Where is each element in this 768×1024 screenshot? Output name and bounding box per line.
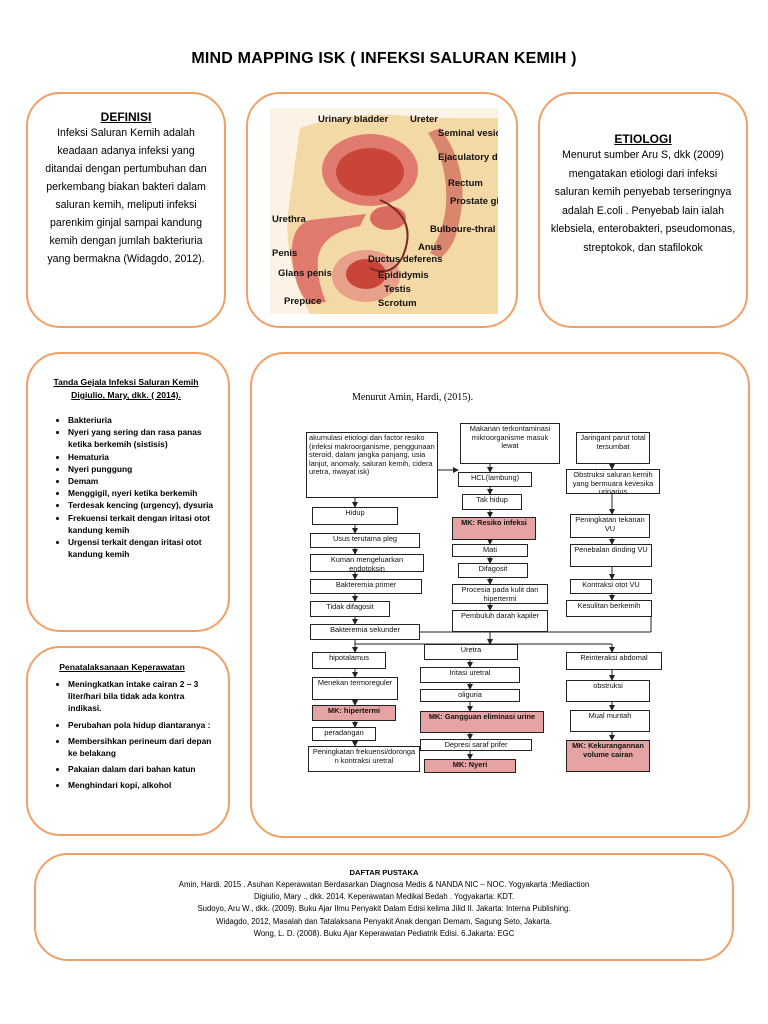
list-item: Pakaian dalam dari bahan katun: [68, 763, 216, 775]
pathway-node: peradangan: [312, 727, 376, 741]
list-item: Urgensi terkait dengan iritasi otot kand…: [68, 536, 214, 560]
definisi-text: Infeksi Saluran Kemih adalah keadaan ada…: [45, 127, 207, 265]
pathway-node: HCL(lambung): [458, 472, 532, 487]
pathway-node: hipotalamus: [312, 652, 386, 669]
anatomy-card: Urinary bladder Ureter Seminal vesicle E…: [246, 92, 518, 328]
reference-item: Widagdo, 2012, Masalah dan Tatalaksana P…: [216, 916, 552, 926]
anatomy-illustration: Urinary bladder Ureter Seminal vesicle E…: [270, 108, 498, 314]
pathway-node: Tak hidup: [462, 494, 522, 510]
pathway-node: oliguria: [420, 689, 520, 702]
pathway-mk-node: MK: hipertermi: [312, 705, 396, 721]
tanda-gejala-heading-line2: Digiulio, Mary, dkk. ( 2014).: [71, 390, 181, 400]
pathway-mk-node: MK: Kekurangannan volume cairan: [566, 740, 650, 772]
bladder-inner-shape: [336, 148, 404, 196]
pathway-node: Procesia pada kulit dan hipertermi: [452, 584, 548, 604]
list-item: Meningkatkan intake cairan 2 – 3 liter/h…: [68, 678, 216, 715]
reference-item: Amin, Hardi. 2015 . Asuhan Keperawatan B…: [178, 880, 590, 889]
tanda-gejala-list: Bakteriuria Nyeri yang sering dan rasa p…: [48, 414, 214, 560]
ductus-line: [369, 199, 409, 273]
list-item: Frekuensi terkait dengan iritasi otot ka…: [68, 512, 214, 536]
pathway-node: Kuman mengeluarkan endotoksin: [310, 554, 424, 572]
anat-label: Anus: [418, 242, 442, 253]
anat-label: Penis: [272, 248, 297, 259]
anat-label: Glans penis: [278, 268, 332, 279]
tanda-gejala-heading: Tanda Gejala Infeksi Saluran Kemih Digiu…: [48, 376, 214, 402]
pathway-node: Uretra: [424, 644, 518, 660]
pathway-node: Kontraksi otot VU: [570, 579, 652, 594]
pathway-node: Difagosit: [458, 563, 528, 578]
pathway-node: Hidup: [312, 507, 398, 525]
list-item: Demam: [68, 475, 214, 487]
pathway-node: obstruksi: [566, 680, 650, 702]
list-item: Bakteriuria: [68, 414, 214, 426]
reference-item: Digiulio, Mary ., dkk. 2014. Keperawatan…: [253, 892, 515, 902]
pathway-node: Bakteremia primer: [310, 579, 422, 594]
anat-label: Seminal vesicle: [438, 128, 498, 139]
anat-label: Ureter: [410, 114, 438, 125]
anat-label: Urethra: [272, 214, 307, 225]
testis-shape: [346, 259, 386, 289]
pathway-node: Iritasi uretral: [420, 667, 520, 683]
etiologi-heading: ETIOLOGI: [614, 132, 672, 146]
penatalaksanaan-card: Penatalaksanaan Keperawatan Meningkatkan…: [26, 646, 230, 836]
pathway-node: Mati: [452, 544, 528, 557]
list-item: Perubahan pola hidup diantaranya :: [68, 719, 216, 731]
pathway-mk-node: MK: Nyeri: [424, 759, 516, 773]
reference-item: Wong, L. D. (2008). Buku Ajar Keperawata…: [253, 928, 515, 938]
pathway-node: Tidak difagosit: [310, 601, 390, 617]
pathway-node: Depresi saraf prifer: [420, 739, 532, 751]
pathway-node: Jaringant parut total tersumbat: [576, 432, 650, 464]
penatalaksanaan-heading: Penatalaksanaan Keperawatan: [59, 662, 185, 672]
daftar-pustaka-heading: DAFTAR PUSTAKA: [349, 868, 419, 877]
pathway-node: akumulasi etiologi dan factor resiko (in…: [306, 432, 438, 498]
pathway-node: Peningkatan tekanan VU: [570, 514, 650, 538]
daftar-pustaka-card: DAFTAR PUSTAKA Amin, Hardi. 2015 . Asuha…: [34, 853, 734, 961]
pathway-node: Obstruksi saluran kemih yang bermuara ke…: [566, 469, 660, 496]
pathway-node: Kesulitan berkemih: [566, 600, 652, 617]
list-item: Menggigil, nyeri ketika berkemih: [68, 487, 214, 499]
list-item: Membersihkan perineum dari depan ke bela…: [68, 735, 216, 759]
anat-label: Prepuce: [284, 296, 322, 307]
pathway-node: Mual muntah: [570, 710, 650, 732]
anat-label: Rectum: [448, 178, 483, 189]
tanda-gejala-card: Tanda Gejala Infeksi Saluran Kemih Digiu…: [26, 352, 230, 632]
penatalaksanaan-list: Meningkatkan intake cairan 2 – 3 liter/h…: [48, 678, 216, 792]
pathway-node: Menekan termoreguler: [312, 677, 398, 700]
pathway-node: Usus terutama pleg: [310, 533, 420, 548]
anat-label: Ductus deferens: [368, 254, 442, 265]
pathway-node: Pembuluh darah kapiler: [452, 610, 548, 632]
list-item: Nyeri punggung: [68, 463, 214, 475]
list-item: Nyeri yang sering dan rasa panas ketika …: [68, 426, 214, 450]
anat-label: Epididymis: [378, 270, 429, 281]
page-title: MIND MAPPING ISK ( INFEKSI SALURAN KEMIH…: [191, 50, 577, 67]
pathway-mk-node: MK: Resiko infeksi: [452, 517, 536, 540]
penis-shape: [291, 214, 366, 304]
etiologi-text: Menurut sumber Aru S, dkk (2009) mengata…: [550, 149, 736, 254]
list-item: Terdesak kencing (urgency), dysuria: [68, 499, 214, 511]
pathway-node: Penebalan dinding VU: [570, 544, 652, 567]
pathway-node: Peningkatan frekuensi/doronga n kontraks…: [308, 746, 420, 772]
etiologi-card: ETIOLOGI Menurut sumber Aru S, dkk (2009…: [538, 92, 748, 328]
pathway-node: Reinteraksi abdomal: [566, 652, 662, 670]
pathway-node: Makanan terkontaminasi mikroorganisme ma…: [460, 423, 560, 464]
list-item: Menghindari kopi, alkohol: [68, 779, 216, 791]
anat-label: Testis: [384, 284, 411, 295]
definisi-heading: DEFINISI: [100, 110, 152, 124]
pathway-citation: Menurut Amin, Hardi, (2015).: [352, 392, 474, 403]
prostate-shape: [370, 206, 406, 230]
pathway-node: Bakteremia sekunder: [310, 624, 420, 640]
anat-label: Ejaculatory duct: [438, 152, 498, 163]
pathway-mk-node: MK: Gangguan eliminasi urine: [420, 711, 544, 733]
rectum-shape: [428, 128, 463, 258]
anat-label: Prostate gland: [450, 196, 498, 207]
anat-label: Urinary bladder: [318, 114, 389, 125]
tanda-gejala-heading-line1: Tanda Gejala Infeksi Saluran Kemih: [53, 377, 199, 387]
anat-label: Scrotum: [378, 298, 417, 309]
list-item: Hematuria: [68, 451, 214, 463]
anat-label: Bulboure-thral gland: [430, 224, 498, 235]
definisi-card: DEFINISI Infeksi Saluran Kemih adalah ke…: [26, 92, 226, 328]
reference-item: Sudoyo, Aru W., dkk. (2009). Buku Ajar I…: [197, 904, 571, 914]
